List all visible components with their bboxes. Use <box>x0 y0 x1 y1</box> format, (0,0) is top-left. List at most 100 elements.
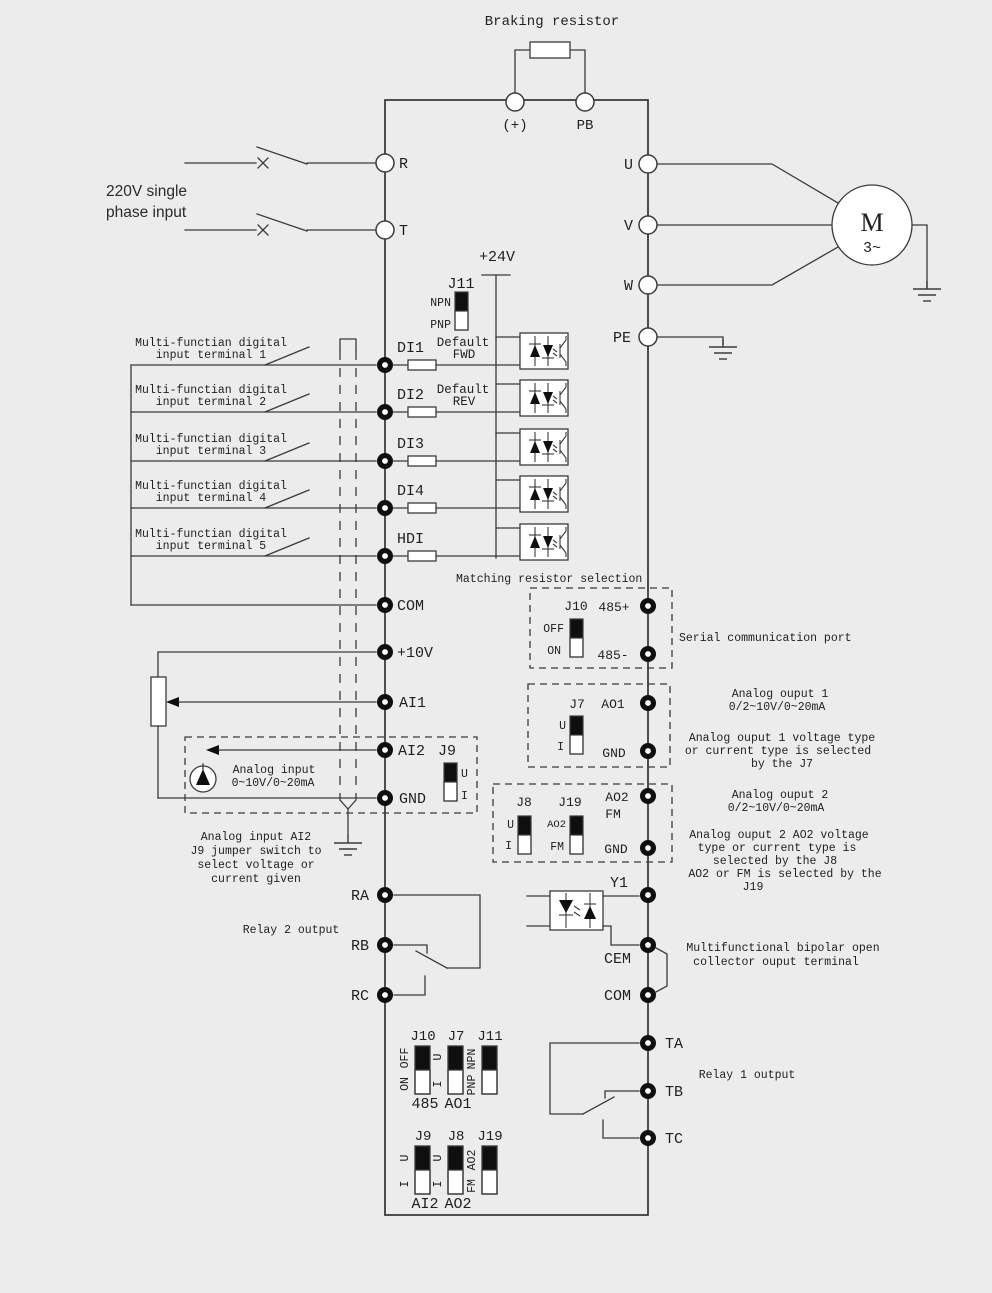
optocoupler-icon <box>519 428 569 466</box>
label-j19: J19 <box>558 795 581 810</box>
label-ao1: AO1 <box>601 697 625 712</box>
terminal-di3 <box>377 453 393 469</box>
terminal-y1 <box>640 887 656 903</box>
terminal-cem <box>640 937 656 953</box>
label-hdi: HDI <box>397 531 424 548</box>
label-j7-i: I <box>557 741 564 754</box>
shield-ground-icon <box>333 834 363 856</box>
mains-label: 220V single <box>106 183 187 200</box>
label-485n: 485- <box>597 648 628 663</box>
terminal-ao2-gnd <box>640 840 656 856</box>
label-j7: J7 <box>569 697 585 712</box>
bank2-side: I <box>399 1181 412 1188</box>
terminal-tc <box>640 1130 656 1146</box>
motor-phase: 3~ <box>863 240 881 257</box>
terminal-rc <box>377 987 393 1003</box>
label-j19-fm: FM <box>550 841 564 854</box>
relay1-section: TA TB TC Relay 1 output <box>549 1035 795 1148</box>
relay2-label: Relay 2 output <box>243 924 340 937</box>
bank1-side: I <box>432 1081 445 1088</box>
jumper-j9 <box>443 762 458 802</box>
control-supply: +24V J11 NPN PNP <box>430 249 515 559</box>
bank1-footer: AO1 <box>444 1096 471 1113</box>
label-com2: COM <box>604 988 631 1005</box>
ai2-box-label: 0~10V/0~20mA <box>232 777 315 790</box>
label-com: COM <box>397 598 424 615</box>
terminal-v <box>638 215 658 235</box>
di-desc: input terminal 4 <box>156 492 267 505</box>
optocoupler-icon <box>519 332 569 370</box>
label-rc: RC <box>351 988 369 1005</box>
label-y1: Y1 <box>610 875 628 892</box>
terminal-w <box>638 275 658 295</box>
label-gnd: GND <box>399 791 426 808</box>
label-ao1-gnd: GND <box>602 746 626 761</box>
ai2-arrow-icon <box>206 745 219 755</box>
jumper-j7-bottom <box>447 1045 464 1095</box>
bank1-side: ON <box>399 1077 412 1091</box>
label-t: T <box>399 223 408 240</box>
bank1-header: J11 <box>477 1029 502 1045</box>
label-di3: DI3 <box>397 436 424 453</box>
optocoupler-icon <box>519 475 569 513</box>
terminal-gnd <box>377 790 393 806</box>
label-485p: 485+ <box>598 600 629 615</box>
motor-output: M 3~ U V W PE <box>613 154 942 360</box>
label-u: U <box>624 157 633 174</box>
terminal-di1 <box>377 357 393 373</box>
bank2-footer: AO2 <box>444 1196 471 1213</box>
terminal-ao2-fm <box>640 788 656 804</box>
di-row: Multi-functian digital input terminal 1 … <box>130 332 569 373</box>
label-fm: FM <box>605 807 621 822</box>
jumper-j10 <box>569 618 584 658</box>
label-j10: J10 <box>564 599 587 614</box>
di-desc: Multi-functian digital <box>135 480 287 493</box>
analog-input-section: Analog input 0~10V/0~20mA +10V AI1 AI2 G… <box>150 644 478 886</box>
label-cem: CEM <box>604 951 631 968</box>
motor-ground-icon <box>912 280 942 302</box>
label-pb: PB <box>577 118 594 134</box>
terminal-r <box>375 153 395 173</box>
label-j7-u: U <box>559 720 566 733</box>
ao2-note: selected by the J8 <box>713 855 837 868</box>
label-j9: J9 <box>438 743 456 760</box>
ao2-note: Analog ouput 2 AO2 voltage <box>689 829 869 842</box>
jumper-j8 <box>517 815 532 855</box>
ai2-note: select voltage or <box>197 859 314 872</box>
label-dc-plus: (+) <box>502 118 527 134</box>
mains-label: phase input <box>106 204 187 221</box>
ao2-spec: Analog ouput 2 <box>732 789 829 802</box>
di-row: Multi-functian digital input terminal 5 … <box>130 523 569 564</box>
label-di4: DI4 <box>397 483 424 500</box>
jumper-j7 <box>569 715 584 755</box>
label-on: ON <box>547 645 561 658</box>
terminal-ai1 <box>377 694 393 710</box>
bank1-side: PNP <box>466 1075 479 1096</box>
ao1-note: by the J7 <box>751 758 813 771</box>
ao2-note: AO2 or FM is selected by the <box>688 868 881 881</box>
label-ao2-gnd: GND <box>604 842 628 857</box>
braking-title: Braking resistor <box>485 14 619 30</box>
open-collector-section: Y1 CEM COM Multifunctional bipolar open … <box>526 875 880 1005</box>
mains-input: 220V single phase input R T <box>106 146 408 240</box>
di-desc: Multi-functian digital <box>135 384 287 397</box>
serial-port-section: Matching resistor selection J10 485+ OFF… <box>456 573 852 669</box>
ao1-spec: Analog ouput 1 <box>732 688 829 701</box>
label-j11: J11 <box>447 276 474 293</box>
terminal-di2 <box>377 404 393 420</box>
label-j8: J8 <box>516 795 532 810</box>
wiper-arrow-icon <box>166 697 179 707</box>
label-j8-i: I <box>505 840 512 853</box>
ai2-note: Analog input AI2 <box>201 831 312 844</box>
label-pnp: PNP <box>430 319 451 332</box>
label-ao2: AO2 <box>605 790 628 805</box>
terminal-hdi <box>377 548 393 564</box>
analog-output2-section: J8 J19 AO2 FM U I AO2 FM GND Analog oupu… <box>492 783 882 894</box>
terminal-ai2 <box>377 742 393 758</box>
bank2-footer: AI2 <box>411 1196 438 1213</box>
bank1-footer: 485 <box>411 1096 438 1113</box>
pe-ground-icon <box>708 338 738 360</box>
di-desc: Multi-functian digital <box>135 528 287 541</box>
terminal-t <box>375 220 395 240</box>
di-default: Default <box>437 383 490 397</box>
